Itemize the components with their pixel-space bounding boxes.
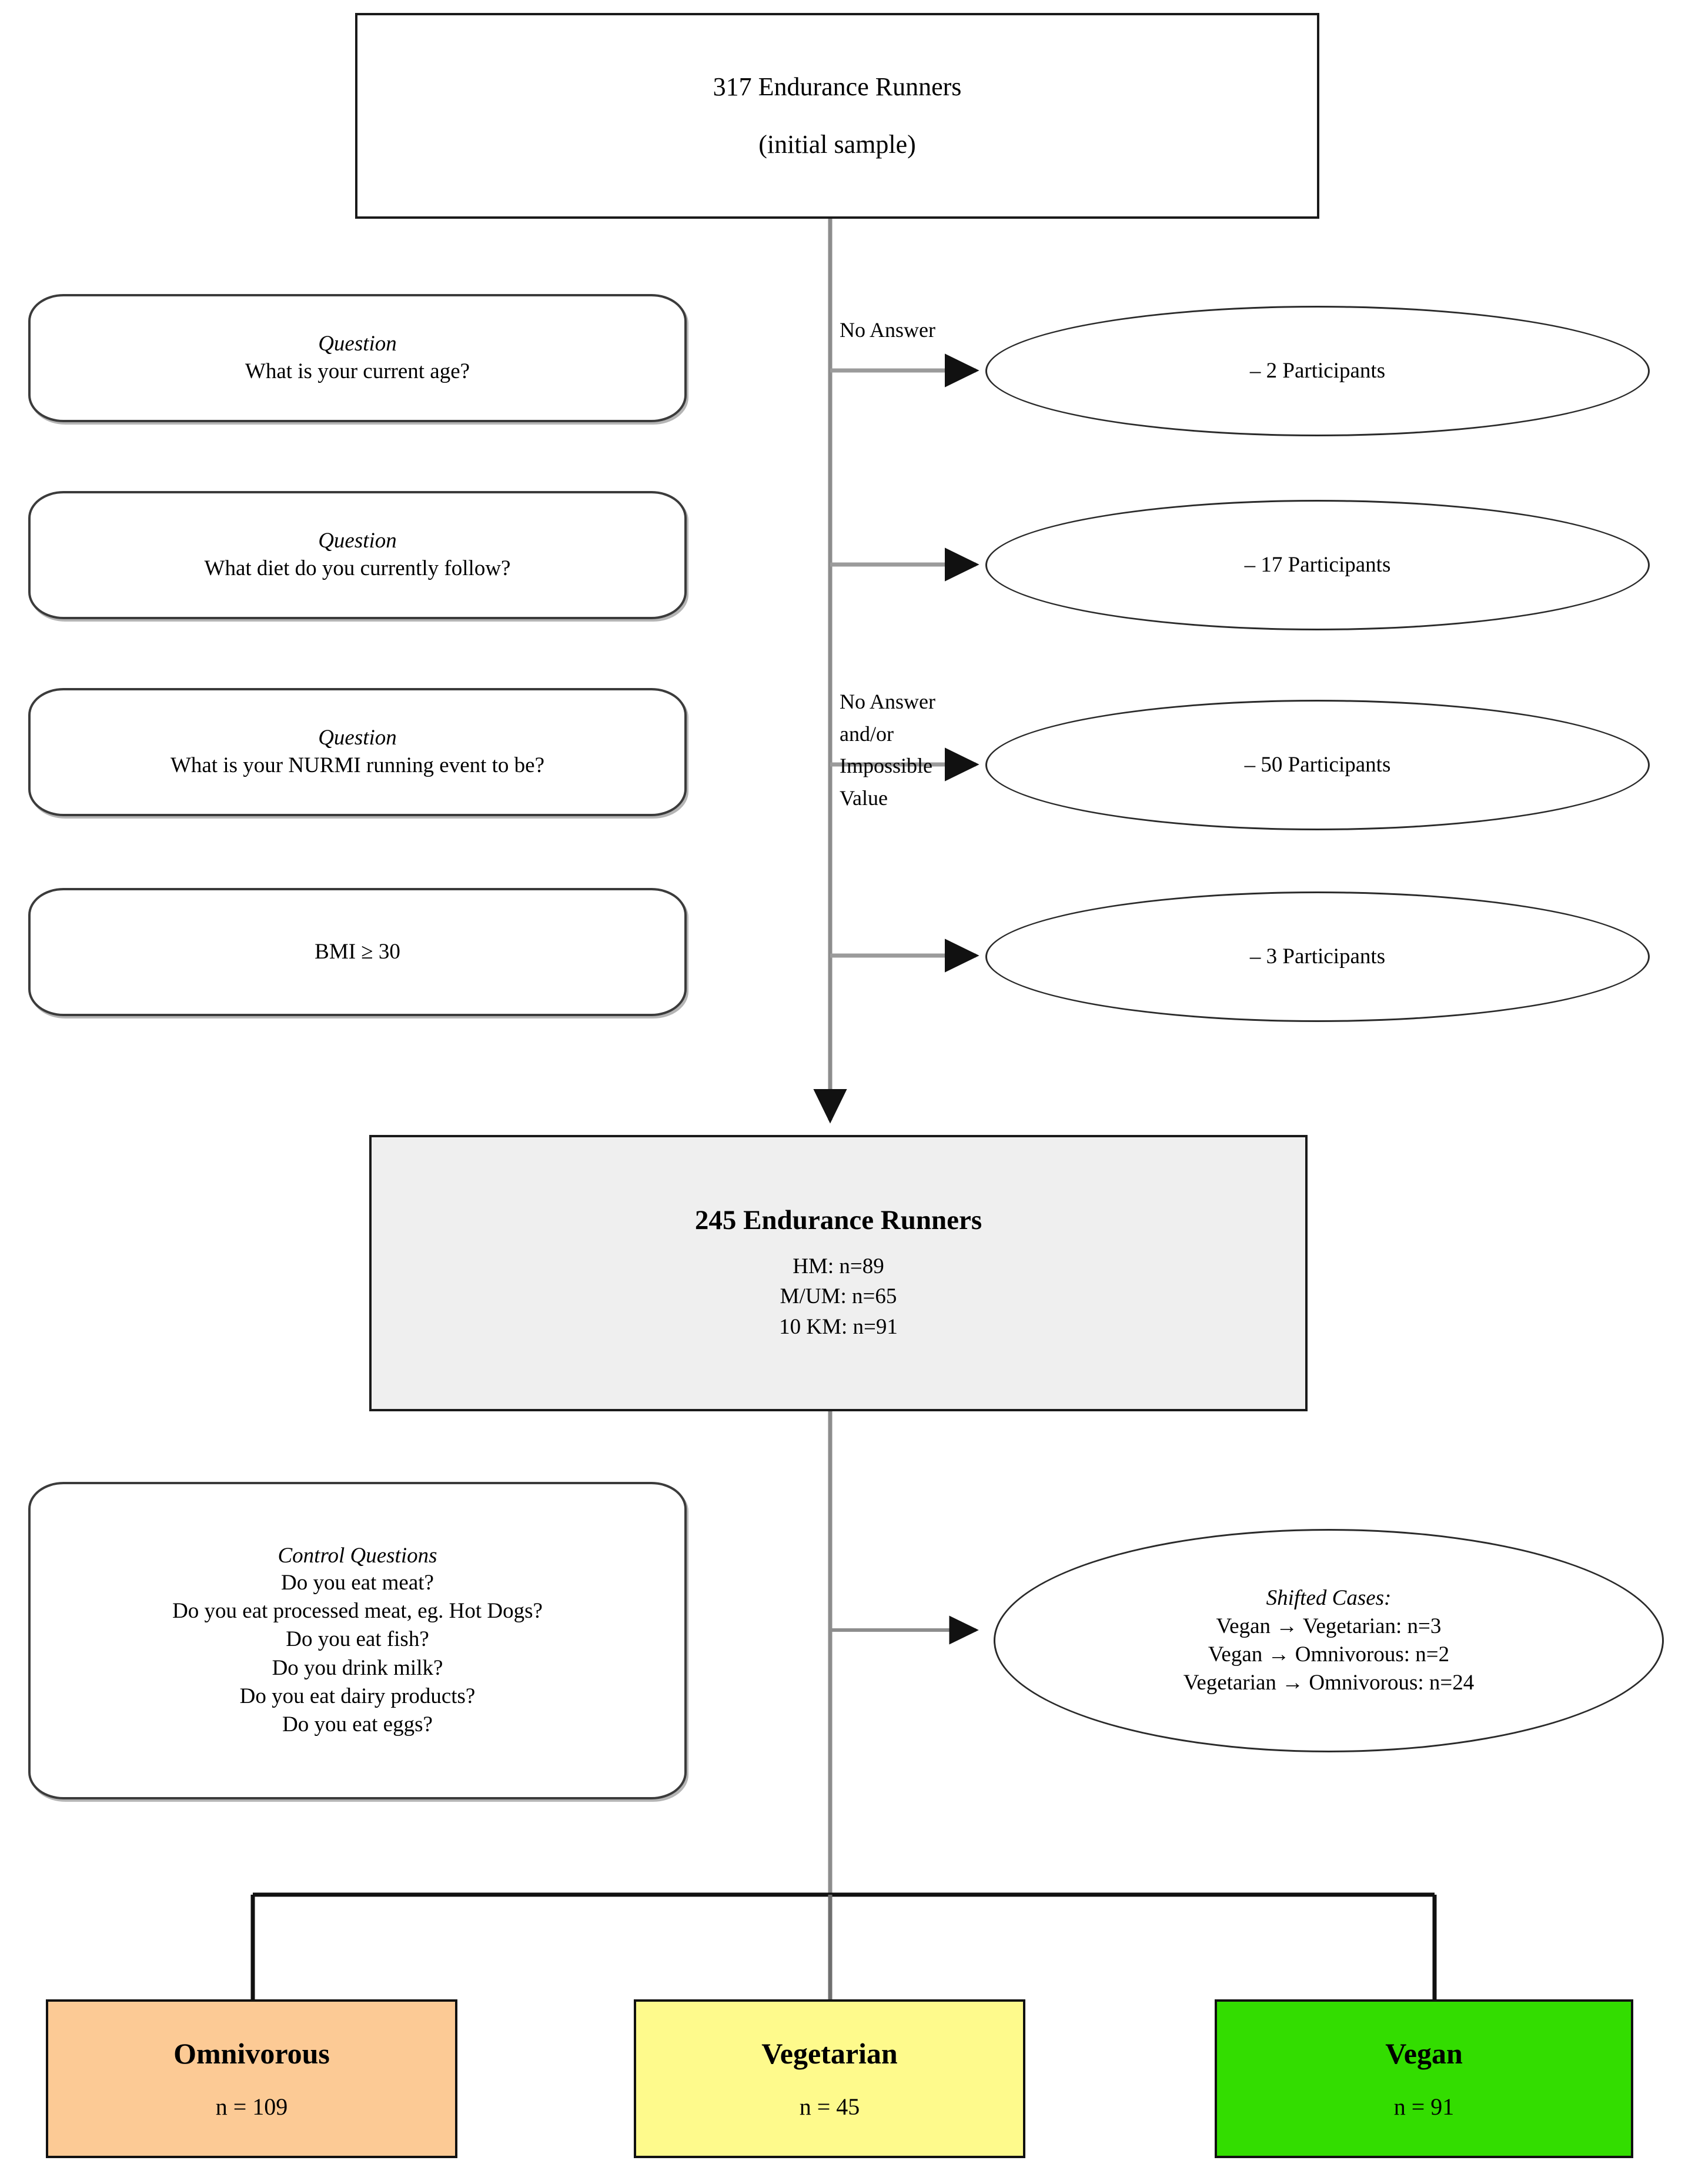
edge-label-no-answer: No Answer <box>840 318 935 342</box>
control-question-3: Do you eat fish? <box>286 1627 429 1652</box>
control-question-2: Do you eat processed meat, eg. Hot Dogs? <box>172 1599 543 1624</box>
question-label-1: Question <box>318 332 397 356</box>
exclusion-count-1: – 2 Participants <box>1249 358 1386 383</box>
exclusion-ellipse-3: – 50 Participants <box>985 700 1650 830</box>
question-box-age: Question What is your current age? <box>28 294 687 422</box>
question-label-3: Question <box>318 726 397 750</box>
outcome-count-vegan: n = 91 <box>1393 2093 1455 2120</box>
exclusion-ellipse-4: – 3 Participants <box>985 891 1650 1022</box>
initial-sample-box: 317 Endurance Runners (initial sample) <box>355 13 1319 219</box>
question-label-2: Question <box>318 529 397 553</box>
shifted-case-3: Vegetarian → Omnivorous: n=24 <box>1183 1670 1475 1695</box>
analysed-sample-box: 245 Endurance Runners HM: n=89 M/UM: n=6… <box>369 1135 1308 1411</box>
shifted-case-2: Vegan → Omnivorous: n=2 <box>1208 1642 1450 1667</box>
question-box-nurmi-event: Question What is your NURMI running even… <box>28 688 687 816</box>
analysed-sample-title: 245 Endurance Runners <box>694 1205 982 1236</box>
outcome-box-vegan: Vegan n = 91 <box>1215 1999 1633 2158</box>
breakdown-10km: 10 KM: n=91 <box>779 1314 898 1339</box>
control-question-1: Do you eat meat? <box>281 1571 434 1595</box>
control-question-4: Do you drink milk? <box>272 1655 443 1680</box>
outcome-name-vegan: Vegan <box>1385 2037 1463 2070</box>
shifted-cases-ellipse: Shifted Cases: Vegan → Vegetarian: n=3 V… <box>994 1529 1664 1752</box>
outcome-count-omnivorous: n = 109 <box>215 2093 288 2120</box>
breakdown-hm: HM: n=89 <box>793 1254 884 1279</box>
control-questions-label: Control Questions <box>278 1544 437 1568</box>
outcome-count-vegetarian: n = 45 <box>799 2093 860 2120</box>
outcome-name-omnivorous: Omnivorous <box>173 2037 330 2070</box>
question-box-diet: Question What diet do you currently foll… <box>28 491 687 619</box>
exclusion-count-3: – 50 Participants <box>1244 752 1391 777</box>
exclusion-count-2: – 17 Participants <box>1244 552 1391 577</box>
breakdown-mum: M/UM: n=65 <box>780 1284 897 1309</box>
exclusion-ellipse-2: – 17 Participants <box>985 500 1650 630</box>
initial-sample-title: 317 Endurance Runners <box>713 72 962 101</box>
exclusion-ellipse-1: – 2 Participants <box>985 306 1650 436</box>
outcome-name-vegetarian: Vegetarian <box>761 2037 898 2070</box>
control-question-6: Do you eat eggs? <box>282 1712 433 1736</box>
criterion-box-bmi: BMI ≥ 30 <box>28 888 687 1016</box>
initial-sample-subtitle: (initial sample) <box>758 130 916 159</box>
exclusion-count-4: – 3 Participants <box>1249 944 1386 969</box>
shifted-case-1: Vegan → Vegetarian: n=3 <box>1216 1614 1442 1638</box>
criterion-text-bmi: BMI ≥ 30 <box>315 939 400 964</box>
control-questions-box: Control Questions Do you eat meat? Do yo… <box>28 1482 687 1799</box>
question-text-1: What is your current age? <box>245 359 470 383</box>
question-text-3: What is your NURMI running event to be? <box>170 753 545 777</box>
control-question-5: Do you eat dairy products? <box>239 1684 476 1708</box>
outcome-box-vegetarian: Vegetarian n = 45 <box>634 1999 1025 2158</box>
shifted-cases-label: Shifted Cases: <box>1266 1586 1392 1611</box>
question-text-2: What diet do you currently follow? <box>204 556 511 580</box>
outcome-box-omnivorous: Omnivorous n = 109 <box>46 1999 457 2158</box>
edge-label-no-answer-impossible: No Answer and/or Impossible Value <box>840 690 935 810</box>
